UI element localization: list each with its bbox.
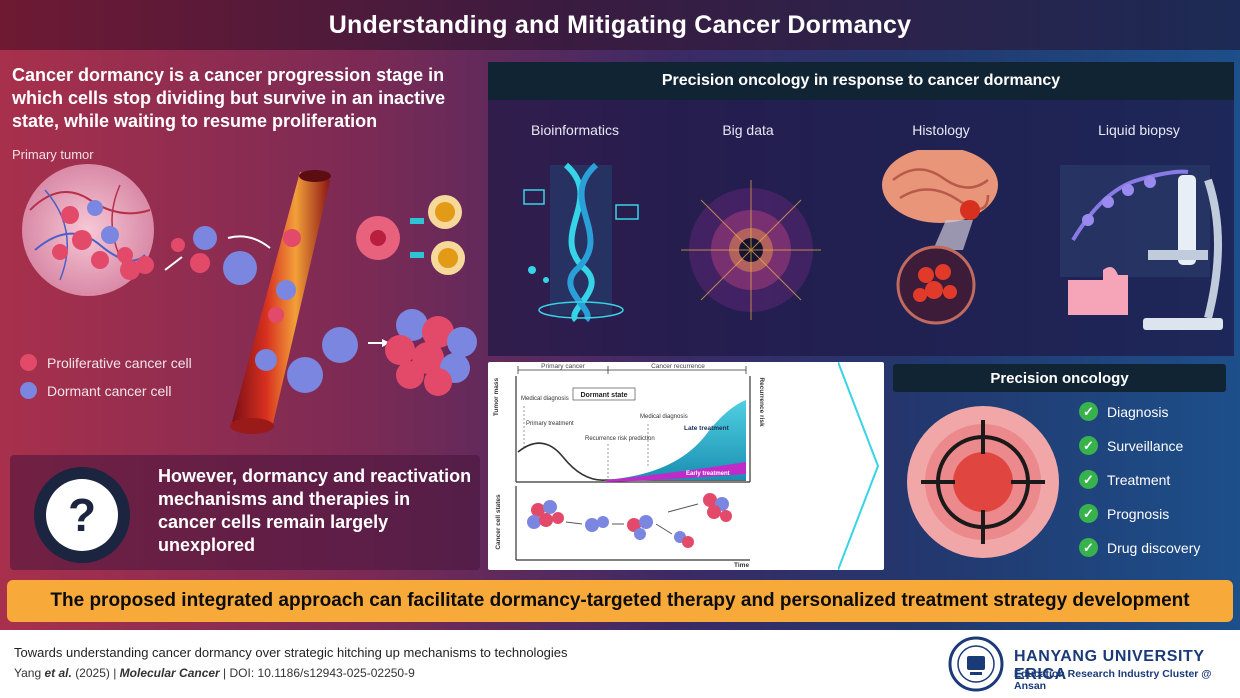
reference-year: (2025) bbox=[75, 666, 110, 680]
checklist-label: Diagnosis bbox=[1107, 403, 1169, 420]
check-icon: ✓ bbox=[1079, 402, 1098, 421]
early-treatment-label: Early treatment bbox=[686, 471, 730, 477]
check-icon: ✓ bbox=[1079, 538, 1098, 557]
svg-text:?: ? bbox=[68, 489, 96, 541]
legend-dormant: Dormant cancer cell bbox=[20, 382, 172, 399]
intro-text: Cancer dormancy is a cancer progression … bbox=[12, 65, 446, 131]
metastatic-cluster bbox=[385, 309, 477, 396]
conclusion-bar: The proposed integrated approach can fac… bbox=[7, 580, 1233, 622]
checklist-label: Drug discovery bbox=[1107, 539, 1201, 556]
tech-label-bioinformatics: Bioinformatics bbox=[531, 122, 619, 138]
recurrence-risk-prediction-label: Recurrence risk prediction bbox=[585, 436, 655, 442]
tech-label-histology: Histology bbox=[912, 122, 970, 138]
checklist-item-treatment: ✓ Treatment bbox=[1079, 470, 1170, 489]
question-mark-icon: ? bbox=[34, 467, 130, 563]
checklist-item-diagnosis: ✓ Diagnosis bbox=[1079, 402, 1168, 421]
page-title: Understanding and Mitigating Cancer Dorm… bbox=[328, 10, 912, 39]
chevron-right-icon bbox=[838, 362, 880, 570]
medical-diagnosis-2-label: Medical diagnosis bbox=[640, 414, 688, 420]
checklist-item-drug-discovery: ✓ Drug discovery bbox=[1079, 538, 1200, 557]
check-icon: ✓ bbox=[1079, 470, 1098, 489]
university-subtitle: Education Research Industry Cluster @ An… bbox=[1014, 668, 1212, 692]
university-seal-icon bbox=[948, 636, 1004, 692]
tumor-mass-graph: Primary cancer Cancer recurrence Tumor m… bbox=[493, 363, 765, 569]
precision-panel-header: Precision oncology in response to cancer… bbox=[488, 62, 1234, 100]
y-axis-cell-states: Cancer cell states bbox=[495, 494, 502, 550]
reference-etal: et al. bbox=[44, 666, 72, 680]
liquid-biopsy-icon bbox=[1060, 165, 1223, 330]
phase-recurrence-label: Cancer recurrence bbox=[651, 363, 705, 370]
checklist-item-prognosis: ✓ Prognosis bbox=[1079, 504, 1169, 523]
primary-curve bbox=[517, 442, 746, 481]
primary-tumor-label: Primary tumor bbox=[12, 147, 94, 162]
legend-proliferative: Proliferative cancer cell bbox=[20, 354, 192, 371]
footer bbox=[0, 630, 1240, 698]
proliferative-cell-icon bbox=[20, 354, 37, 371]
check-icon: ✓ bbox=[1079, 436, 1098, 455]
y-axis-tumor-mass: Tumor mass bbox=[493, 378, 500, 417]
big-data-icon bbox=[681, 180, 821, 320]
target-crosshair-icon bbox=[907, 406, 1059, 558]
prediction-label: Cancer dormancy and recurrence predictio… bbox=[769, 419, 837, 507]
cell-state-clusters bbox=[527, 493, 732, 548]
checklist-item-surveillance: ✓ Surveillance bbox=[1079, 436, 1183, 455]
reference-doi: DOI: 10.1186/s12943-025-02250-9 bbox=[229, 666, 415, 680]
question-text: However, dormancy and reactivation mecha… bbox=[158, 466, 472, 555]
title-bar: Understanding and Mitigating Cancer Dorm… bbox=[0, 0, 1240, 50]
checklist-label: Prognosis bbox=[1107, 505, 1170, 522]
tumor-vessel-illustration bbox=[22, 164, 477, 434]
y-axis-recurrence-risk: Recurrence risk bbox=[758, 377, 765, 427]
dna-helix-icon bbox=[523, 162, 639, 323]
reference-citation: Yang et al. (2025) | Molecular Cancer | … bbox=[14, 666, 415, 680]
reference-title: Towards understanding cancer dormancy ov… bbox=[14, 645, 568, 660]
late-treatment-label: Late treatment bbox=[684, 425, 730, 432]
infographic-poster: Understanding and Mitigating Cancer Dorm… bbox=[0, 0, 1240, 630]
check-icon: ✓ bbox=[1079, 504, 1098, 523]
dormant-cell-icon bbox=[20, 382, 37, 399]
tech-label-liquid-biopsy: Liquid biopsy bbox=[1098, 122, 1180, 138]
x-axis-time: Time bbox=[734, 562, 749, 569]
checklist-label: Surveillance bbox=[1107, 437, 1184, 454]
technology-illustrations bbox=[523, 150, 1223, 330]
primary-tumor bbox=[22, 164, 154, 296]
late-treatment-area bbox=[606, 400, 746, 480]
medical-diagnosis-label: Medical diagnosis bbox=[521, 396, 569, 402]
legend-proliferative-label: Proliferative cancer cell bbox=[47, 354, 192, 371]
reference-journal: Molecular Cancer bbox=[119, 666, 220, 680]
reference-authors: Yang bbox=[14, 666, 42, 680]
checklist-label: Treatment bbox=[1107, 471, 1171, 488]
university-name: HANYANG UNIVERSITY ERICA bbox=[1014, 648, 1205, 683]
tech-label-big-data: Big data bbox=[722, 122, 774, 138]
primary-treatment-label: Primary treatment bbox=[526, 421, 574, 427]
phase-primary-label: Primary cancer bbox=[541, 363, 586, 370]
brain-histology-icon bbox=[882, 150, 998, 325]
legend-dormant-label: Dormant cancer cell bbox=[47, 382, 172, 399]
precision-oncology-header: Precision oncology bbox=[893, 364, 1226, 392]
dormant-state-label: Dormant state bbox=[580, 392, 627, 399]
early-treatment-area bbox=[606, 462, 746, 482]
blood-vessel bbox=[230, 170, 331, 434]
